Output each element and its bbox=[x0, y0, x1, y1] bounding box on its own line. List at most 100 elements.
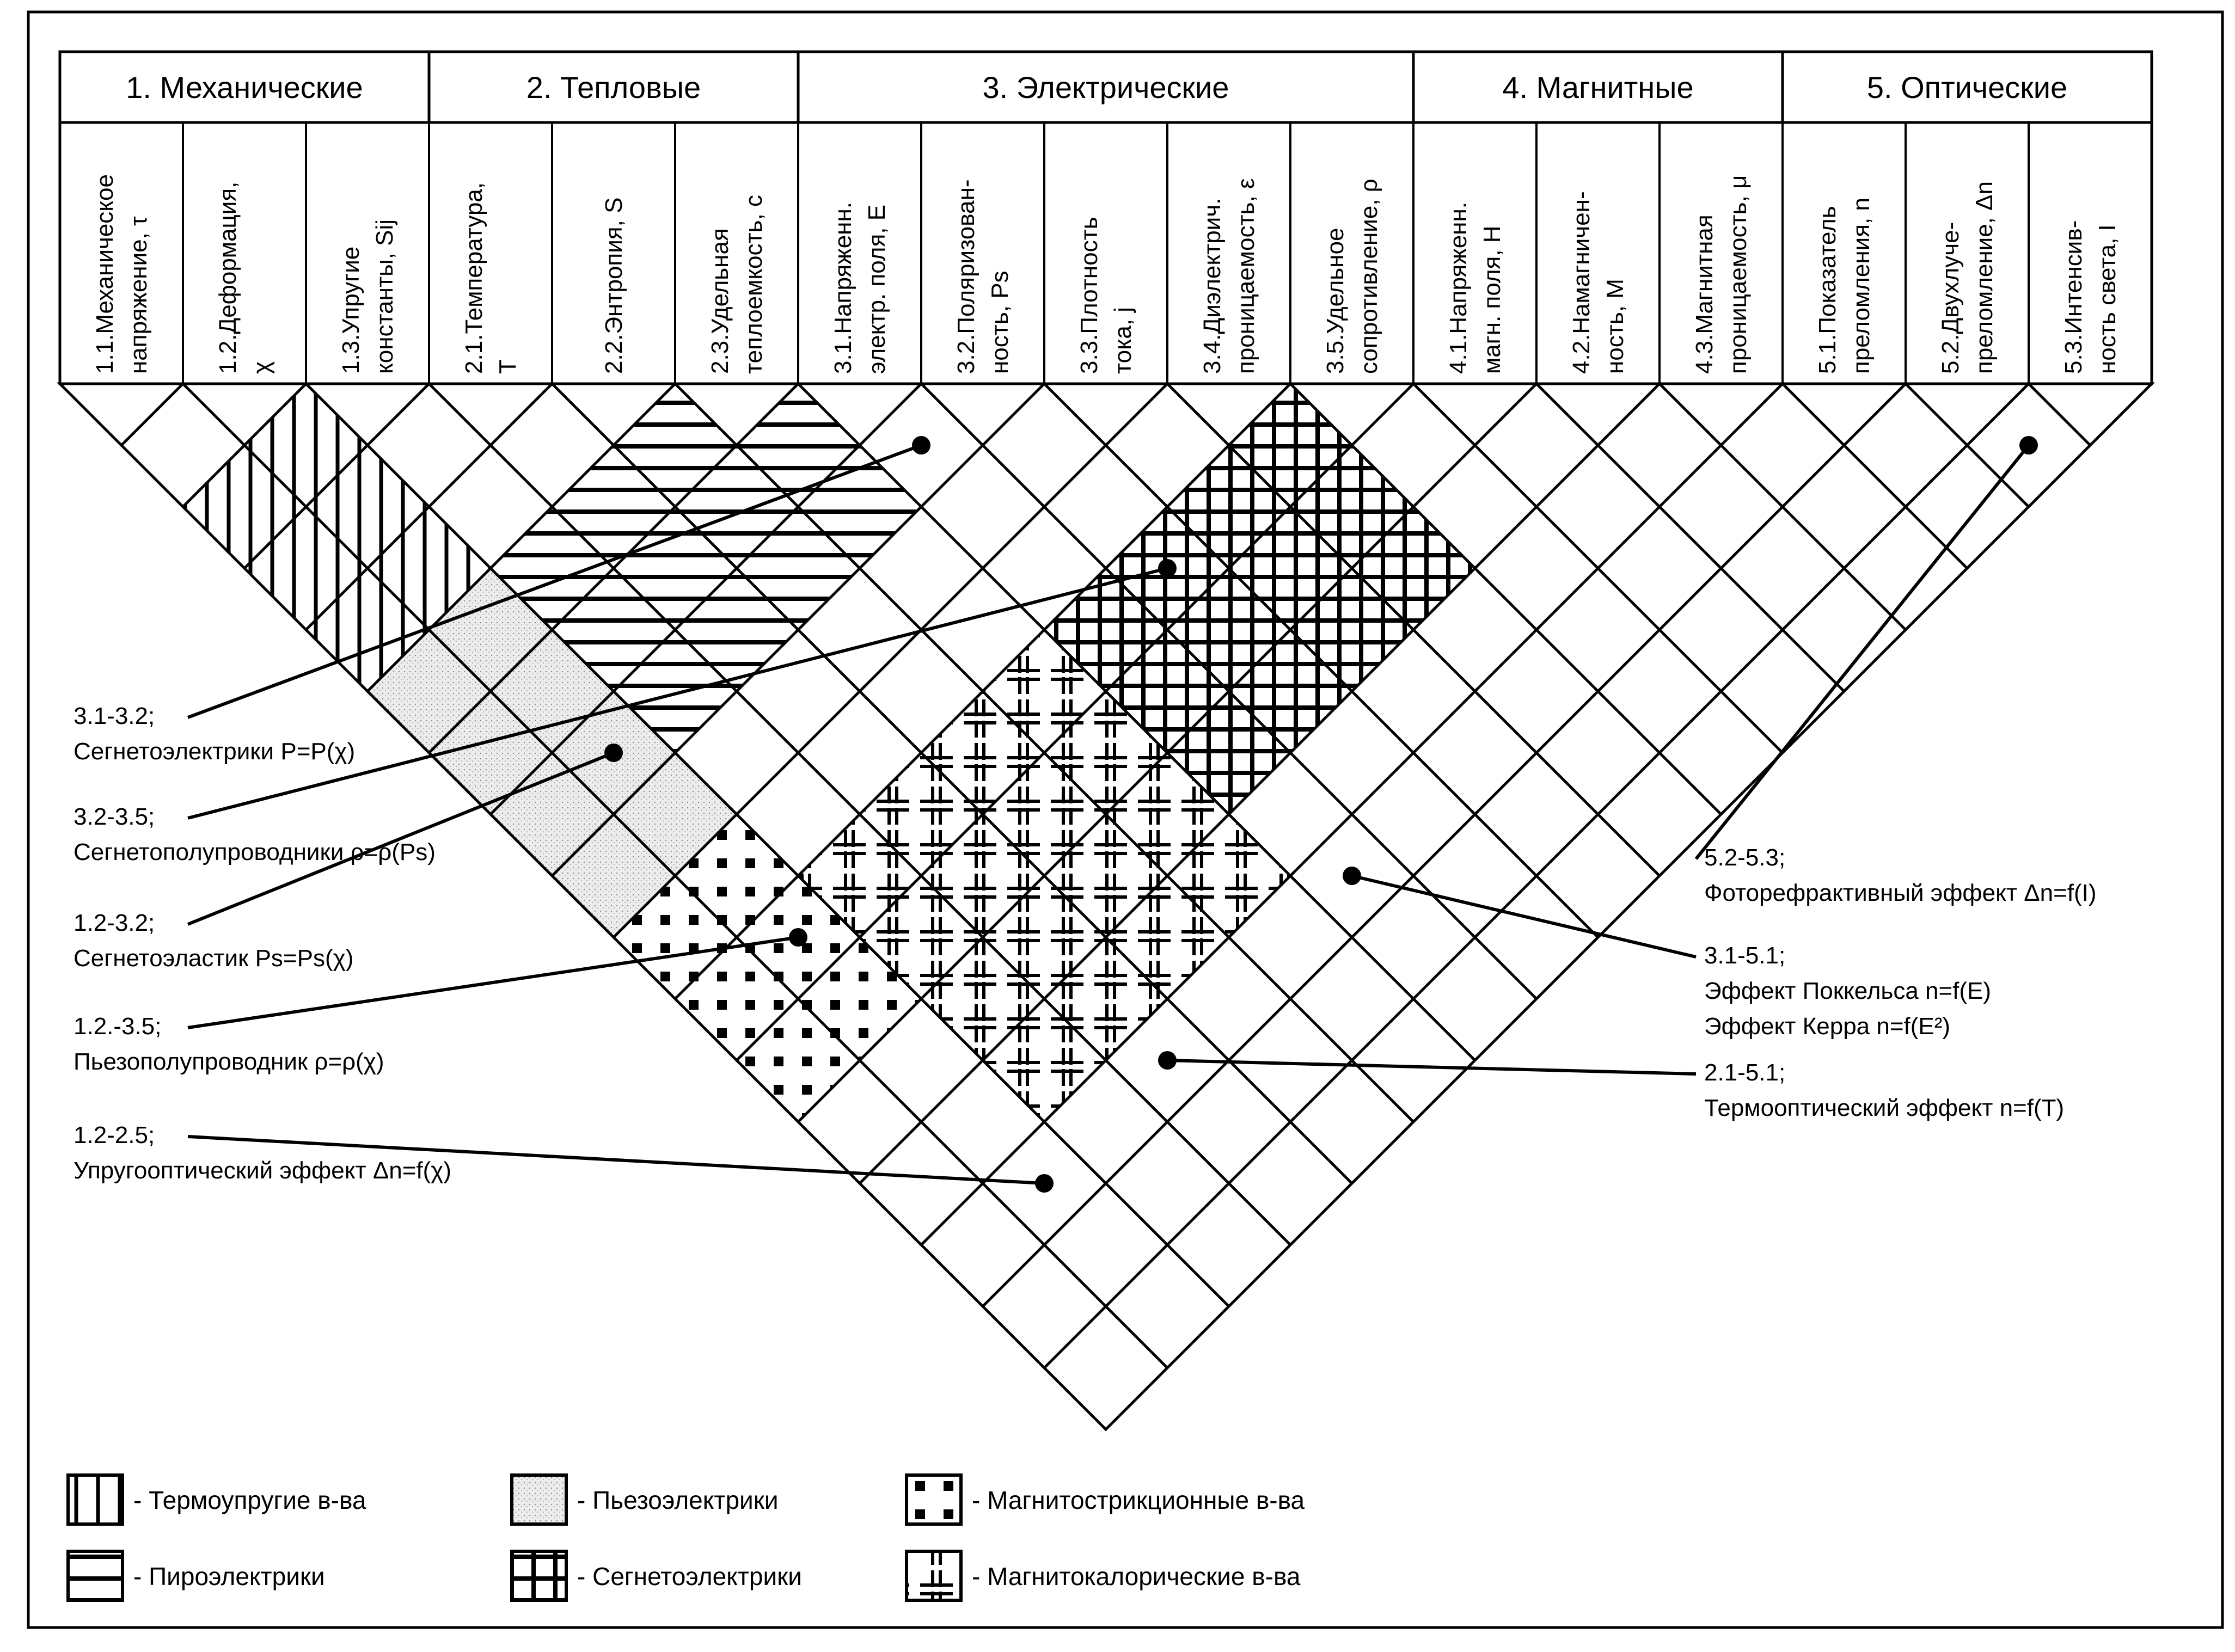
callout-text: 1.2-3.2; bbox=[74, 910, 155, 936]
property-label: 1.2.Деформация, bbox=[215, 182, 241, 374]
property-label: тока, j bbox=[1110, 307, 1136, 374]
property-label: χ bbox=[248, 361, 275, 374]
legend-label: - Сегнетоэлектрики bbox=[577, 1562, 802, 1590]
property-label: сопротивление, ρ bbox=[1356, 179, 1382, 374]
grid-line bbox=[736, 383, 1415, 1061]
grid-line bbox=[982, 383, 1907, 1307]
grid-line bbox=[182, 383, 307, 508]
grid-line bbox=[1289, 383, 1722, 815]
legend-label: - Пироэлектрики bbox=[133, 1562, 325, 1590]
callout-dot bbox=[2019, 436, 2038, 455]
legend-swatch bbox=[66, 1473, 124, 1526]
callout-text: Фоторефрактивный эффект Δn=f(I) bbox=[1704, 880, 2097, 906]
callout-dot bbox=[604, 744, 623, 762]
callout-leader bbox=[1694, 444, 2030, 860]
legend-item-ferroelectric: - Сегнетоэлектрики bbox=[510, 1550, 802, 1602]
callout: 3.1-3.2; Сегнетоэлектрики P=P(χ) bbox=[74, 436, 930, 765]
legend-label: - Термоупругие в-ва bbox=[133, 1486, 366, 1514]
property-label: 3.4.Диэлектрич. bbox=[1199, 198, 1226, 374]
callout: 3.1-5.1; Эффект Поккельса n=f(E) Эффект Ке… bbox=[1343, 867, 1991, 1040]
property-header-table: 1. Механические 2. Тепловые 3. Электрическ… bbox=[58, 50, 2153, 385]
property-label: проницаемость, μ bbox=[1725, 175, 1752, 374]
callout-leader bbox=[187, 936, 799, 1029]
property-label: 3.2.Поляризован- bbox=[953, 179, 979, 374]
property-label: 2.1.Температура, bbox=[461, 182, 487, 374]
legend: - Термоупругие в-ва - Пироэлектрики - Пьез… bbox=[66, 1473, 1305, 1602]
legend-item-pyroelectric: - Пироэлектрики bbox=[66, 1550, 325, 1602]
grid-line bbox=[920, 383, 1784, 1246]
callout-text: Сегнетоэлектрики P=P(χ) bbox=[74, 738, 355, 765]
property-label: ность, M bbox=[1602, 279, 1628, 374]
callout-dot bbox=[1158, 559, 1177, 578]
legend-item-piezoelectric: - Пьезоэлектрики bbox=[510, 1473, 779, 1526]
callout-dot bbox=[912, 436, 930, 455]
callout-text: Пьезополупроводник ρ=ρ(χ) bbox=[74, 1048, 384, 1075]
grid-line bbox=[243, 383, 430, 569]
property-label: 1.3.Упругие bbox=[338, 247, 364, 374]
property-label: 4.1.Напряженн. bbox=[1445, 202, 1472, 374]
property-label: ность света, I bbox=[2094, 224, 2121, 374]
callout-leader bbox=[1351, 874, 1697, 959]
grid-line bbox=[797, 383, 1538, 1123]
group-header: 2. Тепловые bbox=[526, 70, 701, 105]
callout: 1.2-3.2; Сегнетоэластик Ps=Ps(χ) bbox=[74, 744, 623, 972]
grid-line bbox=[797, 383, 1476, 1061]
grid-line bbox=[2028, 383, 2091, 446]
property-label: напряжение, τ bbox=[125, 216, 152, 374]
property-label: константы, Sij bbox=[371, 219, 398, 374]
callout-text: 1.2.-3.5; bbox=[74, 1013, 161, 1040]
callout-text: 3.1-3.2; bbox=[74, 703, 155, 729]
callout-dot bbox=[1343, 867, 1361, 885]
callout: 1.2.-3.5; Пьезополупроводник ρ=ρ(χ) bbox=[74, 928, 807, 1075]
grid-line bbox=[1043, 383, 1599, 938]
property-label: 4.2.Намагничен- bbox=[1568, 191, 1595, 374]
grid-line bbox=[1781, 383, 1968, 569]
grid-line bbox=[551, 383, 1353, 1184]
callout-text: 5.2-5.3; bbox=[1704, 844, 1785, 871]
property-label: 5.1.Показатель bbox=[1814, 206, 1841, 374]
legend-swatch bbox=[510, 1550, 568, 1602]
legend-item-thermoelastic: - Термоупругие в-ва bbox=[66, 1473, 366, 1526]
callout-text: 2.1-5.1; bbox=[1704, 1059, 1785, 1086]
grid-line bbox=[551, 383, 1045, 877]
callout-text: Эффект Поккельса n=f(E) bbox=[1704, 978, 1991, 1004]
property-label: 3.1.Напряженн. bbox=[830, 202, 856, 374]
property-label: электр. поля, E bbox=[864, 205, 890, 374]
callout-dot bbox=[1035, 1174, 1054, 1193]
property-label: преломления, n bbox=[1848, 198, 1875, 374]
property-label: магн. поля, H bbox=[1479, 225, 1505, 374]
property-label: ность, Ps bbox=[987, 271, 1013, 374]
property-label: проницаемость, ε bbox=[1233, 178, 1259, 374]
callout-leader bbox=[187, 751, 615, 926]
group-header: 1. Механические bbox=[126, 70, 363, 105]
property-label: теплоемкость, c bbox=[740, 195, 767, 374]
grid-line bbox=[305, 383, 553, 631]
effect-callouts: 3.1-3.2;Сегнетоэлектрики P=P(χ)3.2-3.5;С… bbox=[74, 436, 2097, 1193]
callout-text: Эффект Керра n=f(E²) bbox=[1704, 1013, 1950, 1040]
callout-leader bbox=[187, 1135, 1045, 1185]
callout: 1.2-2.5;Упругооптический эффект Δn=f(χ) bbox=[74, 1122, 1054, 1193]
grid-line bbox=[120, 383, 184, 446]
legend-label: - Магнитокалорические в-ва bbox=[972, 1562, 1301, 1590]
callout-leader bbox=[187, 567, 1168, 820]
callout-leader bbox=[187, 444, 922, 719]
grid-line bbox=[859, 383, 1661, 1184]
legend-swatch bbox=[510, 1473, 568, 1526]
diagram-frame bbox=[27, 10, 2224, 1629]
callout-text: Сегнетоэластик Ps=Ps(χ) bbox=[74, 945, 353, 972]
legend-swatch bbox=[905, 1473, 963, 1526]
callout-text: 3.1-5.1; bbox=[1704, 942, 1785, 969]
group-header: 3. Электрические bbox=[983, 70, 1229, 105]
callout: 2.1-5.1; Термооптический эффект n=f(T) bbox=[1158, 1051, 2064, 1121]
legend-item-magnetostrictive: - Магнитострикционные в-ва bbox=[905, 1473, 1305, 1526]
grid-line bbox=[428, 383, 799, 754]
callout-text: Термооптический эффект n=f(T) bbox=[1704, 1095, 2064, 1121]
callout-dot bbox=[789, 928, 807, 947]
callout-leader bbox=[1167, 1059, 1697, 1076]
grid-line bbox=[489, 383, 922, 815]
group-header: 4. Магнитные bbox=[1502, 70, 1693, 105]
grid-line bbox=[613, 383, 1168, 938]
legend-label: - Магнитострикционные в-ва bbox=[972, 1486, 1305, 1514]
property-label: T bbox=[494, 359, 521, 374]
